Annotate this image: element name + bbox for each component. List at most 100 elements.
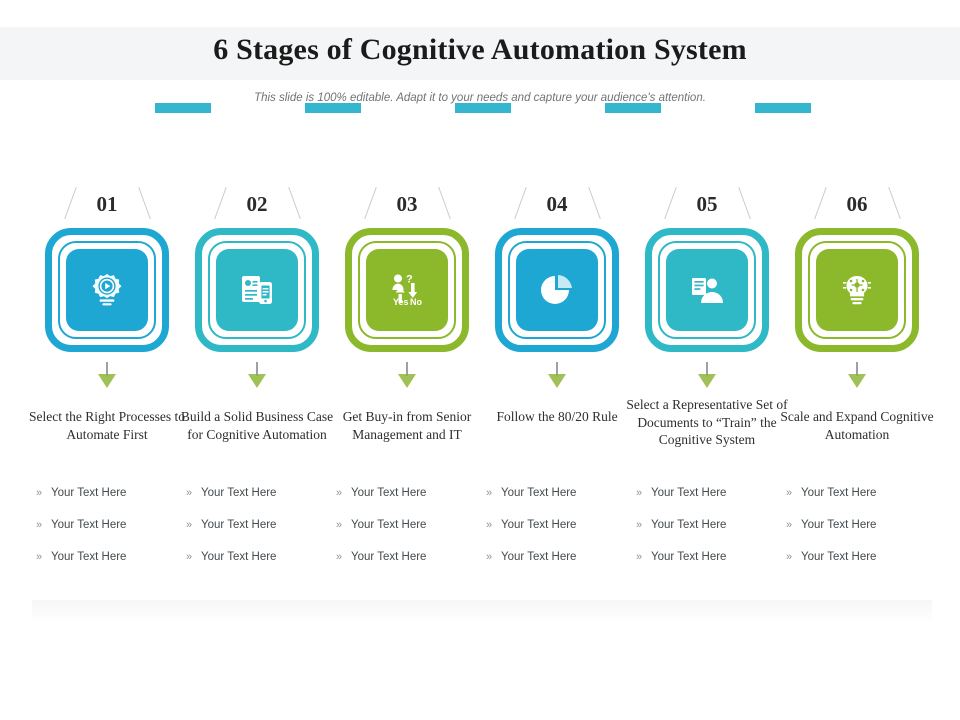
list-item: » Your Text Here	[184, 486, 334, 518]
stage-number: 04	[546, 192, 568, 216]
stage-badge[interactable]	[495, 228, 619, 352]
bullet-marker-icon: »	[336, 551, 343, 563]
bullet-text: Your Text Here	[651, 487, 727, 499]
list-item: » Your Text Here	[784, 550, 934, 582]
badge-ring-inner	[58, 241, 156, 339]
connector-4-5	[605, 103, 661, 113]
title-band-highlight	[0, 24, 960, 27]
stage-heading: Select a Representative Set of Documents…	[626, 397, 788, 447]
down-arrow-icon	[398, 362, 416, 388]
stage-heading: Follow the 80/20 Rule	[496, 409, 618, 424]
stage-number: 06	[846, 192, 868, 216]
stage-badge[interactable]	[45, 228, 169, 352]
stage-divider	[632, 600, 782, 624]
connector-1-2	[155, 103, 211, 113]
badge-ring-inner	[508, 241, 606, 339]
bullet-marker-icon: »	[336, 487, 343, 499]
badge-tile	[516, 249, 598, 331]
page-title: 6 Stages of Cognitive Automation System	[213, 33, 747, 66]
slide-subtitle: This slide is 100% editable. Adapt it to…	[254, 92, 706, 104]
list-item: »Your Text Here	[784, 486, 934, 518]
svg-text:?: ?	[406, 274, 413, 286]
list-item: » Your Text Here	[334, 518, 484, 550]
down-arrow-icon	[98, 362, 116, 388]
badge-ring-outer	[195, 228, 319, 352]
bullet-marker-icon: »	[636, 519, 643, 531]
list-item: » Your Text Here	[484, 486, 634, 518]
bullet-text: Your Text Here	[51, 551, 127, 563]
brain-circuit-icon	[837, 270, 877, 310]
stage-badge[interactable]	[195, 228, 319, 352]
stage-heading: Get Buy-in from Senior Management and IT	[342, 409, 472, 442]
bullet-marker-icon: »	[786, 551, 793, 563]
footer-strip	[0, 668, 960, 720]
list-item: » Your Text Here	[34, 550, 184, 582]
stage-number: 02	[246, 192, 268, 216]
stage-heading: Build a Solid Business Case for Cognitiv…	[180, 409, 334, 442]
list-item: » Your Text Here	[184, 550, 334, 582]
bullet-text: Your Text Here	[651, 519, 727, 531]
gear-play-icon	[87, 270, 127, 310]
connector-2-3	[305, 103, 361, 113]
bullet-text: Your Text Here	[801, 551, 877, 563]
list-item: »Your Text Here	[484, 518, 634, 550]
bullet-text: Your Text Here	[201, 487, 277, 499]
svg-text:No: No	[410, 297, 422, 307]
bullet-text: Your Text Here	[501, 551, 577, 563]
stage-badge[interactable]: ? Yes No	[345, 228, 469, 352]
svg-text:Yes: Yes	[393, 297, 409, 307]
stage-number: 03	[396, 192, 418, 216]
stage-bullets: »Your Text Here »Your Text Here »Your Te…	[34, 486, 184, 582]
bullet-marker-icon: »	[486, 551, 493, 563]
bullet-text: Your Text Here	[351, 487, 427, 499]
stage-heading: Select the Right Processes to Automate F…	[29, 409, 185, 442]
stage-heading: Scale and Expand Cognitive Automation	[780, 409, 934, 442]
title-band	[0, 24, 960, 80]
badge-tile	[666, 249, 748, 331]
list-item: »Your Text Here	[34, 518, 184, 550]
bullet-marker-icon: »	[486, 487, 493, 499]
stage-bullets: » Your Text Here » Your Text Here » Your Te…	[334, 486, 484, 582]
bullet-marker-icon: »	[186, 519, 193, 531]
stage-bullets: » Your Text Here » Your Text Here » Your Te…	[634, 486, 784, 582]
list-item: »Your Text Here	[184, 518, 334, 550]
bullet-marker-icon: »	[786, 487, 793, 499]
stage-badge[interactable]	[795, 228, 919, 352]
bullet-marker-icon: »	[186, 487, 193, 499]
bullet-text: Your Text Here	[51, 519, 127, 531]
stage-bullets: »Your Text Here »Your Text Here »Your Te…	[784, 486, 934, 582]
bullet-text: Your Text Here	[801, 519, 877, 531]
list-item: »Your Text Here	[34, 486, 184, 518]
bullet-text: Your Text Here	[501, 519, 577, 531]
bullet-marker-icon: »	[36, 551, 43, 563]
bullet-marker-icon: »	[636, 487, 643, 499]
bullet-marker-icon: »	[186, 551, 193, 563]
stage-divider	[32, 600, 182, 624]
list-item: » Your Text Here	[334, 486, 484, 518]
bullet-text: Your Text Here	[351, 551, 427, 563]
list-item: » Your Text Here	[334, 550, 484, 582]
badge-tile: ? Yes No	[366, 249, 448, 331]
stage-number: 05	[696, 192, 718, 216]
badge-ring-outer	[645, 228, 769, 352]
stage-bullets: »Your Text Here »Your Text Here »Your Te…	[184, 486, 334, 582]
badge-ring-outer	[345, 228, 469, 352]
badge-tile	[816, 249, 898, 331]
badge-ring-inner	[808, 241, 906, 339]
badge-ring-inner	[358, 241, 456, 339]
badge-ring-inner	[658, 241, 756, 339]
stage-badge[interactable]	[645, 228, 769, 352]
down-arrow-icon	[248, 362, 266, 388]
bullet-text: Your Text Here	[351, 519, 427, 531]
stage-divider	[332, 600, 482, 624]
stage-divider	[782, 600, 932, 624]
stage-bullets: »Your Text Here »Your Text Here »Your Te…	[484, 486, 634, 582]
badge-ring-inner	[208, 241, 306, 339]
bullet-text: Your Text Here	[201, 551, 277, 563]
stage-number: 01	[96, 192, 118, 216]
bullet-marker-icon: »	[336, 519, 343, 531]
badge-tile	[66, 249, 148, 331]
list-item: » Your Text Here	[634, 518, 784, 550]
pie-chart-icon	[537, 270, 577, 310]
bullet-text: Your Text Here	[501, 487, 577, 499]
